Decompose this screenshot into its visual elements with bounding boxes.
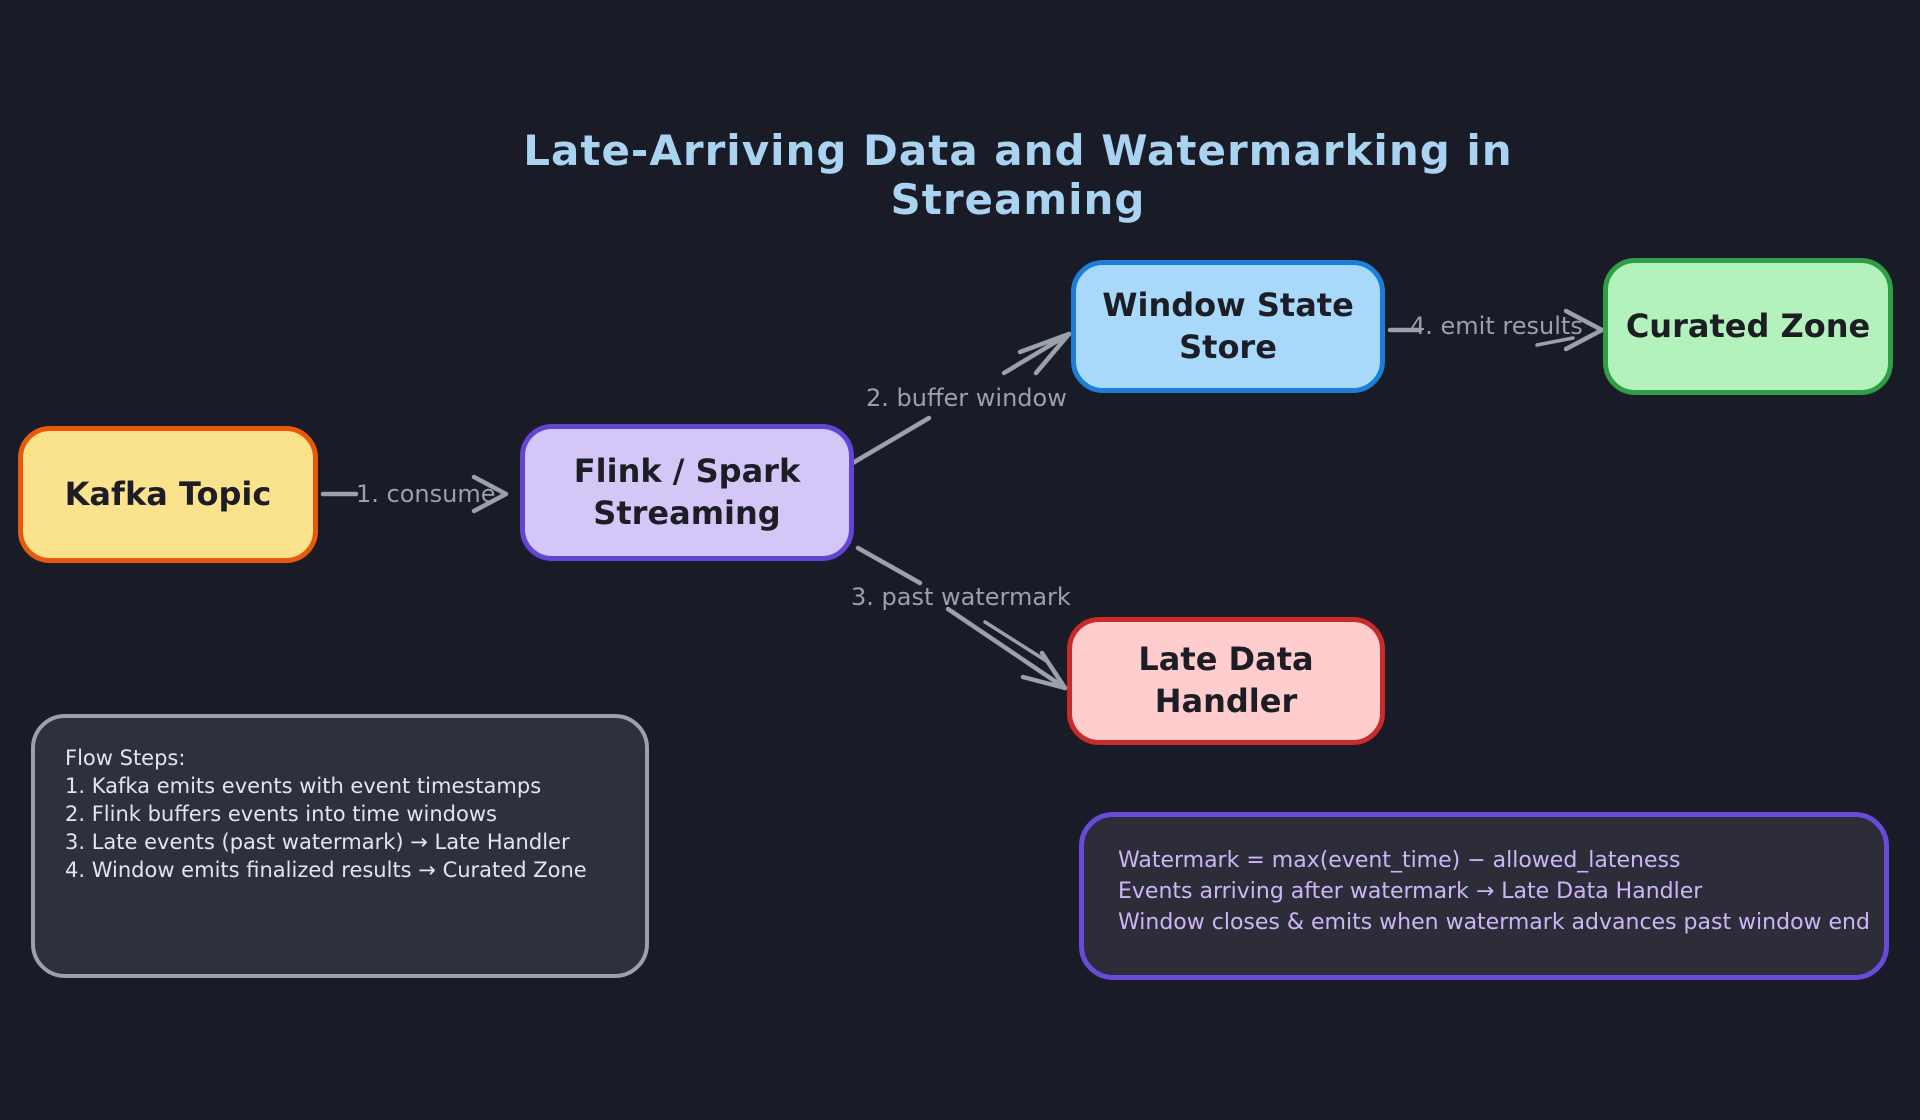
- node-label: Handler: [1154, 682, 1298, 720]
- node-label: Window State: [1102, 285, 1354, 324]
- flow-step: 4. Window emits finalized results → Cura…: [65, 858, 587, 882]
- watermark-note-line: Events arriving after watermark → Late D…: [1118, 879, 1703, 904]
- node-label: Curated Zone: [1625, 306, 1871, 345]
- diagram-title: Late-Arriving Data and Watermarking in S…: [523, 126, 1513, 224]
- flow-step: 2. Flink buffers events into time window…: [65, 802, 497, 826]
- edge-label-buffer-window: 2. buffer window: [866, 384, 1067, 412]
- arrow-consume: [320, 474, 509, 514]
- node-label: Streaming: [593, 493, 781, 532]
- flow-step: 3. Late events (past watermark) → Late H…: [65, 830, 570, 854]
- arrow-past-watermark: [855, 545, 1068, 691]
- node-label: Kafka Topic: [64, 474, 272, 513]
- watermark-note-line: Window closes & emits when watermark adv…: [1118, 910, 1870, 935]
- flow-step: 1. Kafka emits events with event timesta…: [65, 774, 542, 798]
- flow-steps-note[interactable]: Flow Steps: 1. Kafka emits events with e…: [31, 714, 649, 978]
- edge-label-consume: 1. consume: [356, 480, 496, 508]
- arrow-buffer-window: [848, 331, 1072, 467]
- edge-label-emit-results: 4. emit results: [1410, 312, 1583, 340]
- node-label: Late Data: [1138, 640, 1314, 679]
- node-late-data-handler[interactable]: Late Data Handler: [1067, 617, 1385, 745]
- flow-steps-title: Flow Steps:: [65, 746, 186, 770]
- node-label: Store: [1179, 327, 1277, 366]
- node-window-state-store[interactable]: Window State Store: [1071, 260, 1385, 393]
- edge-label-past-watermark: 3. past watermark: [851, 583, 1071, 611]
- node-kafka-topic[interactable]: Kafka Topic: [18, 426, 318, 563]
- node-label: Flink / Spark: [573, 451, 801, 490]
- arrow-emit-results: [1387, 308, 1605, 352]
- watermark-note-line: Watermark = max(event_time) − allowed_la…: [1118, 848, 1681, 873]
- node-curated-zone[interactable]: Curated Zone: [1603, 258, 1893, 395]
- node-flink-spark-streaming[interactable]: Flink / Spark Streaming: [520, 424, 854, 561]
- watermark-definition-note[interactable]: Watermark = max(event_time) − allowed_la…: [1079, 812, 1889, 980]
